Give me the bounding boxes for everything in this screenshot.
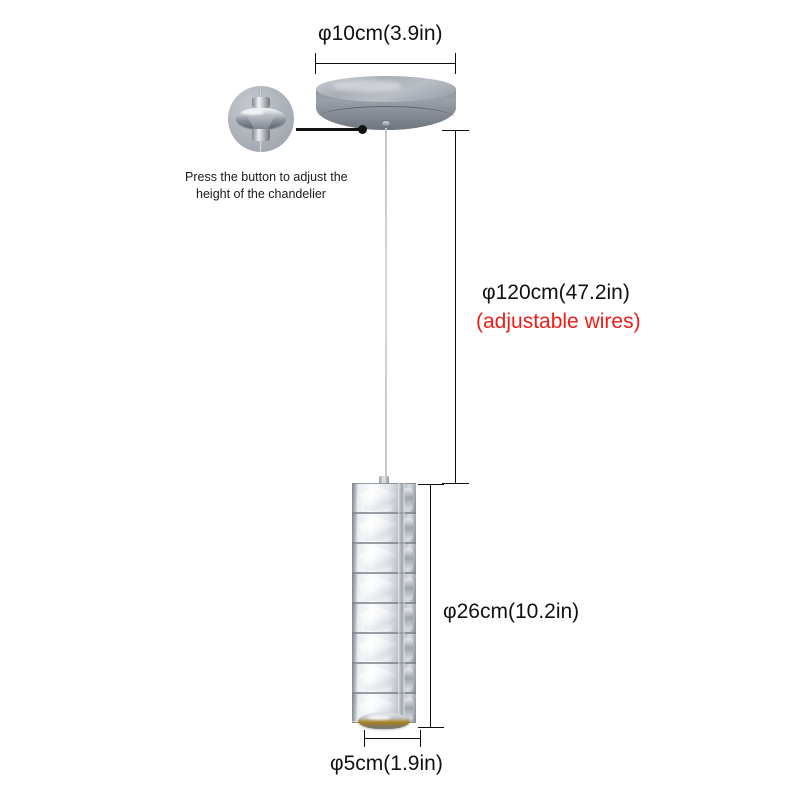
canopy-rim (317, 106, 455, 130)
detail-button-highlight (242, 110, 264, 115)
column-left-edge (352, 483, 358, 721)
wire-length-label: φ120cm(47.2in) (482, 281, 630, 304)
canopy-highlight (332, 80, 402, 92)
detail-leader-dot (358, 125, 367, 134)
crystal-segment (352, 603, 416, 633)
crystal-segment (352, 513, 416, 543)
adjuster-button-detail-inset (228, 86, 294, 152)
detail-leader-line (296, 128, 362, 131)
caption-line-1: Press the button to adjust the (185, 170, 348, 184)
crystal-segment (352, 633, 416, 663)
crystal-segment (352, 663, 416, 693)
detail-inset-caption: Press the button to adjust the height of… (185, 169, 348, 203)
crystal-segment (352, 483, 416, 513)
body-diameter-label: φ5cm(1.9in) (330, 752, 443, 775)
detail-collar-upper (252, 97, 270, 108)
caption-line-2: height of the chandelier (196, 187, 326, 201)
column-chrome-spine (398, 483, 405, 721)
bottom-cap-highlight (367, 715, 391, 720)
detail-cable-upper (259, 86, 262, 100)
ceiling-canopy (316, 76, 456, 140)
detail-cable-lower (259, 138, 262, 152)
crystal-column (352, 476, 416, 729)
crystal-segment-stack (352, 483, 416, 723)
body-height-label: φ26cm(10.2in) (443, 600, 580, 623)
column-top-fitting (379, 476, 389, 485)
detail-collar-lower (252, 129, 270, 141)
suspension-wire (385, 128, 387, 486)
detail-button-cone (247, 116, 275, 132)
canopy-top-face (316, 76, 456, 102)
canopy-diameter-label: φ10cm(3.9in) (318, 22, 443, 45)
crystal-segment (352, 543, 416, 573)
crystal-segment (352, 573, 416, 603)
adjustable-wires-note: (adjustable wires) (476, 310, 641, 333)
canopy-cable-hub (381, 120, 391, 127)
